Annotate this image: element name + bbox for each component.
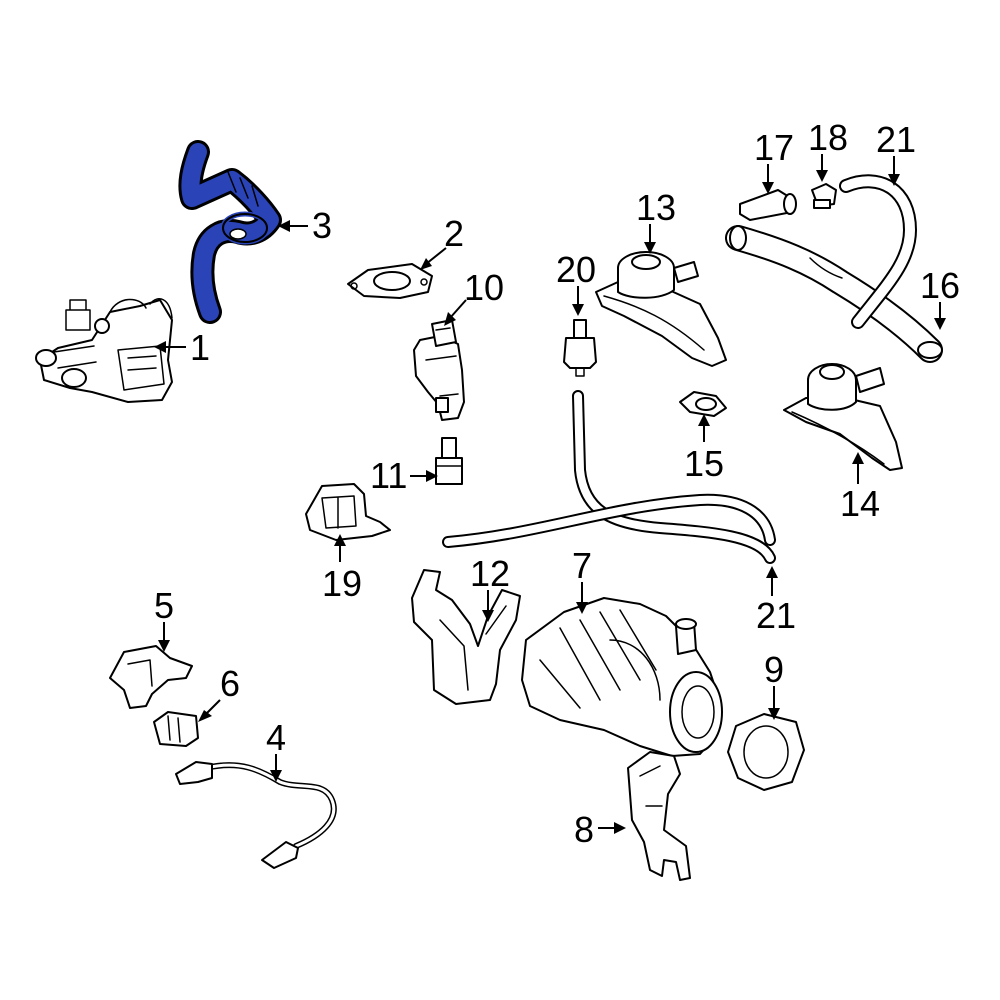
callout-9: 9 — [764, 649, 784, 720]
callout-15: 15 — [684, 414, 724, 484]
part-4-sensor[interactable] — [175, 761, 337, 869]
callout-21-lower: 21 — [756, 566, 796, 636]
callout-label: 4 — [266, 717, 286, 758]
callout-label: 8 — [574, 809, 594, 850]
callout-label: 15 — [684, 443, 724, 484]
part-18-check-valve[interactable] — [811, 183, 837, 209]
callout-label: 17 — [754, 127, 794, 168]
callout-18: 18 — [808, 117, 848, 182]
part-15-gasket[interactable] — [679, 391, 727, 417]
callout-label: 1 — [190, 327, 210, 368]
callout-14: 14 — [840, 452, 880, 524]
part-16-pipe[interactable] — [725, 225, 943, 363]
part-6-connector[interactable] — [153, 711, 199, 747]
callout-13: 13 — [636, 187, 676, 254]
hose-highlight-fill — [181, 143, 279, 321]
callout-2: 2 — [420, 213, 464, 270]
part-12-heat-shield[interactable] — [411, 569, 521, 705]
callout-19: 19 — [322, 534, 362, 604]
callout-label: 21 — [756, 595, 796, 636]
part-10-solenoid[interactable] — [413, 319, 465, 421]
part-20-check-valve[interactable] — [563, 319, 597, 377]
callout-label: 19 — [322, 563, 362, 604]
callout-6: 6 — [198, 663, 240, 722]
callout-label: 9 — [764, 649, 784, 690]
callout-label: 6 — [220, 663, 240, 704]
callout-3: 3 — [278, 205, 332, 246]
part-2-gasket[interactable] — [347, 263, 433, 299]
part-3-hose[interactable] — [178, 140, 282, 324]
part-13-diverter-valve[interactable] — [595, 251, 727, 367]
callout-label: 3 — [312, 205, 332, 246]
callout-label: 13 — [636, 187, 676, 228]
callout-label: 14 — [840, 483, 880, 524]
part-11-fitting[interactable] — [435, 437, 463, 485]
callout-5: 5 — [154, 585, 174, 652]
callout-label: 16 — [920, 265, 960, 306]
callout-11: 11 — [370, 455, 438, 496]
callout-17: 17 — [754, 127, 794, 194]
callout-16: 16 — [920, 265, 960, 330]
part-21-hose-lower[interactable] — [442, 390, 776, 564]
part-17-fitting[interactable] — [739, 189, 797, 221]
callout-label: 20 — [556, 249, 596, 290]
callout-21-upper: 21 — [876, 119, 916, 186]
callout-label: 5 — [154, 585, 174, 626]
part-8-bracket[interactable] — [627, 751, 691, 881]
callout-10: 10 — [444, 267, 504, 326]
callout-label: 21 — [876, 119, 916, 160]
part-19-bracket[interactable] — [305, 483, 391, 541]
callout-8: 8 — [574, 809, 626, 850]
part-14-valve[interactable] — [783, 363, 903, 471]
callout-label: 7 — [572, 545, 592, 586]
callout-label: 12 — [470, 553, 510, 594]
part-21-hose-upper[interactable] — [839, 174, 917, 329]
part-7-air-pump[interactable] — [521, 597, 723, 757]
callout-12: 12 — [470, 553, 510, 622]
part-5-bracket[interactable] — [109, 645, 193, 709]
callout-label: 10 — [464, 267, 504, 308]
callout-1: 1 — [154, 327, 210, 368]
callout-label: 2 — [444, 213, 464, 254]
callout-4: 4 — [266, 717, 286, 782]
callout-20: 20 — [556, 249, 596, 316]
callout-label: 18 — [808, 117, 848, 158]
callout-label: 11 — [370, 455, 407, 496]
part-1-valve-assembly[interactable] — [35, 298, 173, 403]
part-9-ring[interactable] — [727, 713, 805, 791]
callout-7: 7 — [572, 545, 592, 614]
